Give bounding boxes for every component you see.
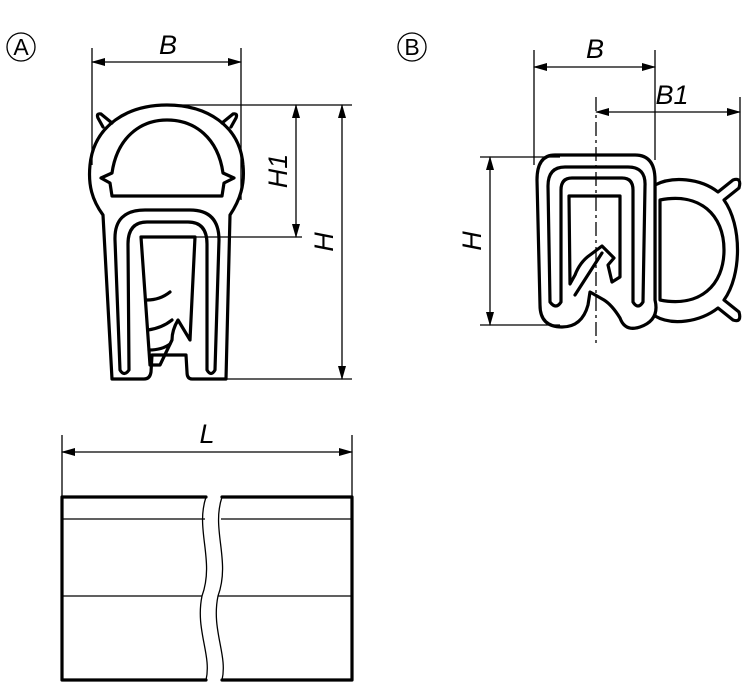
- length-view: [60, 495, 354, 682]
- dim-b-b1-label: B1: [655, 80, 688, 110]
- variant-a-marker: A: [6, 32, 36, 62]
- dimension-a-h1: H1: [167, 104, 352, 238]
- dim-b-h-label: H: [457, 231, 487, 251]
- dim-a-h-label: H: [309, 232, 339, 252]
- dimension-length: L: [61, 419, 353, 497]
- variant-b-label: B: [404, 34, 419, 60]
- dimension-a-height: H: [226, 104, 352, 380]
- dim-b-b-label: B: [586, 34, 604, 64]
- variant-b-marker: B: [397, 32, 427, 62]
- profile-a: [87, 103, 246, 381]
- dim-l-label: L: [199, 419, 214, 449]
- dimension-b-height: H: [457, 156, 560, 326]
- dim-a-b-label: B: [159, 30, 177, 60]
- dimension-b-b1: B1: [595, 80, 741, 346]
- variant-a-label: A: [13, 34, 29, 60]
- profile-b: [535, 153, 742, 330]
- dimension-b-width: B: [533, 34, 656, 165]
- dimension-a-width: B: [91, 30, 242, 200]
- dim-a-h1-label: H1: [263, 154, 293, 189]
